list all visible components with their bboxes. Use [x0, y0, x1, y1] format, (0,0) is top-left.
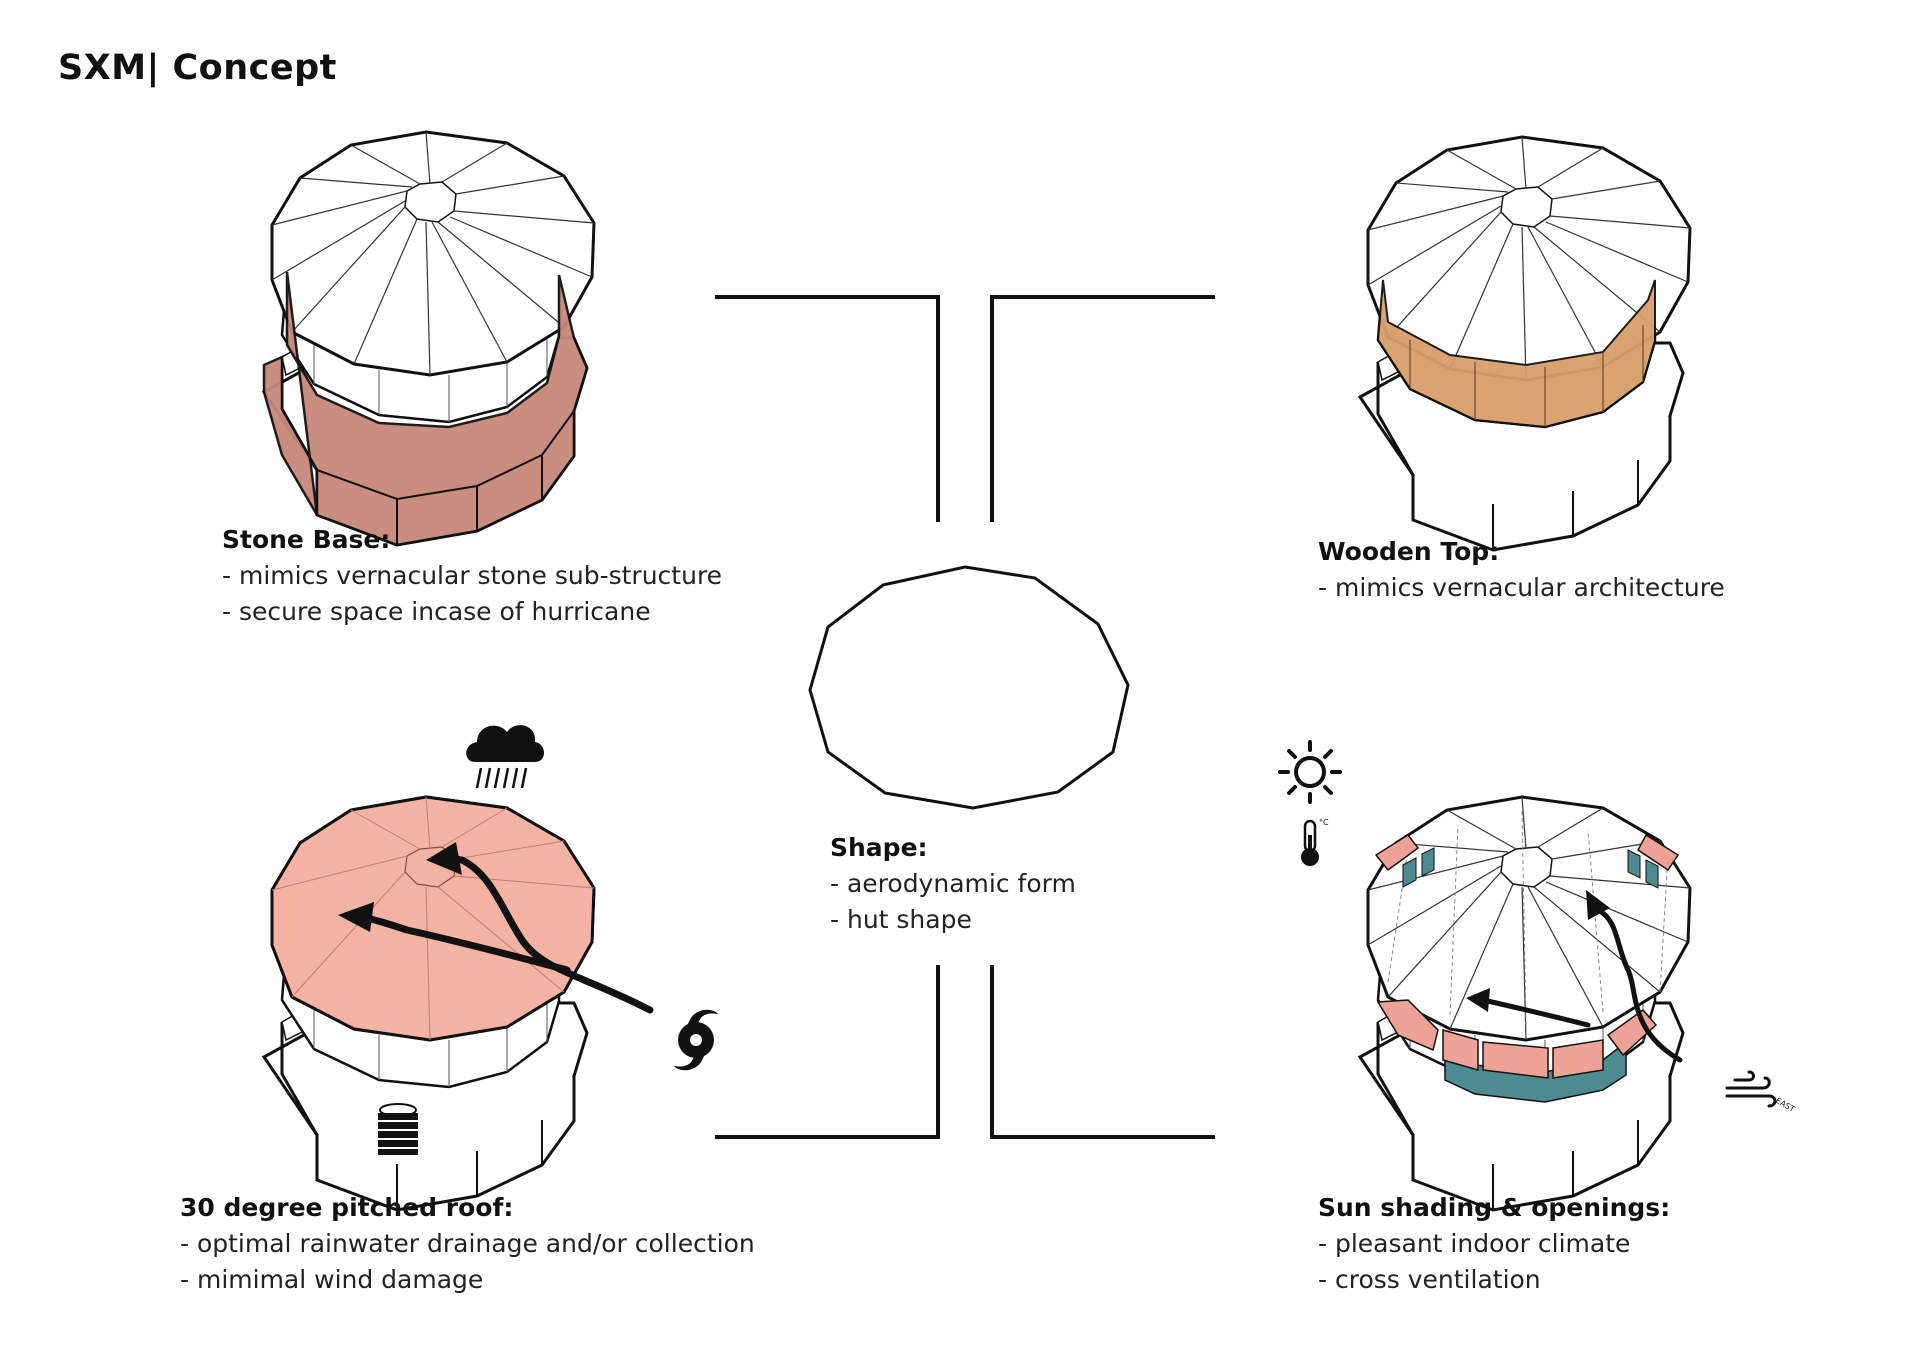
hurricane-icon	[674, 1009, 718, 1071]
roof-fill	[270, 795, 596, 1042]
wooden-top-caption: Wooden Top: - mimics vernacular architec…	[1318, 534, 1725, 606]
pitched-roof-caption: 30 degree pitched roof: - optimal rainwa…	[180, 1190, 755, 1298]
stone-base-caption: Stone Base: - mimics vernacular stone su…	[222, 522, 722, 630]
wind-east-icon: EAST	[1725, 1070, 1796, 1114]
sun-shading-heading: Sun shading & openings:	[1318, 1193, 1671, 1222]
stone-base-heading: Stone Base:	[222, 525, 391, 554]
wind-direction-label: EAST	[1774, 1096, 1796, 1114]
thermometer-icon: °C	[1301, 818, 1329, 866]
sun-shading-line-2: - cross ventilation	[1318, 1265, 1541, 1294]
shape-line-1: - aerodynamic form	[830, 869, 1076, 898]
pitched-roof-heading: 30 degree pitched roof:	[180, 1193, 514, 1222]
sun-shading-hut	[1358, 795, 1692, 1212]
rain-cloud-icon	[466, 725, 544, 789]
shape-heading: Shape:	[830, 833, 928, 862]
pitched-roof-hut	[262, 795, 654, 1212]
stone-base-fill	[262, 271, 589, 547]
sun-shading-line-1: - pleasant indoor climate	[1318, 1229, 1631, 1258]
shape-caption: Shape: - aerodynamic form - hut shape	[830, 830, 1076, 938]
pitched-roof-line-2: - mimimal wind damage	[180, 1265, 484, 1294]
shape-outline	[808, 565, 1130, 810]
sun-icon	[1278, 740, 1342, 804]
pitched-roof-line-1: - optimal rainwater drainage and/or coll…	[180, 1229, 755, 1258]
temp-unit-label: °C	[1319, 818, 1329, 827]
wooden-top-line-1: - mimics vernacular architecture	[1318, 573, 1725, 602]
center-frame	[715, 295, 1215, 1139]
wooden-top-hut	[1358, 135, 1692, 552]
stone-base-line-1: - mimics vernacular stone sub-structure	[222, 561, 723, 590]
stone-base-hut	[262, 130, 596, 547]
wooden-top-heading: Wooden Top:	[1318, 537, 1500, 566]
page-title: SXM| Concept	[58, 48, 337, 88]
water-tank-icon	[378, 1103, 418, 1155]
stone-base-line-2: - secure space incase of hurricane	[222, 597, 651, 626]
sun-shading-caption: Sun shading & openings: - pleasant indoo…	[1318, 1190, 1670, 1298]
shape-line-2: - hut shape	[830, 905, 972, 934]
